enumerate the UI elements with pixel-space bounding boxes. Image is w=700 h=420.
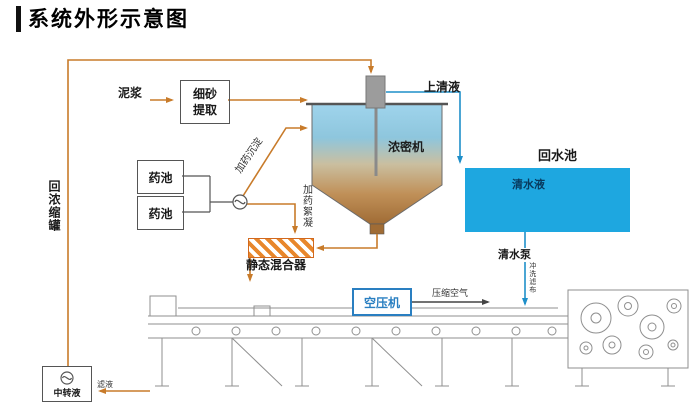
return-pool-label: 回水池: [538, 149, 578, 164]
mud-label: 泥浆: [118, 86, 143, 100]
filtrate-label: 滤液: [97, 380, 113, 389]
static-mixer-label: 静态混合器: [246, 258, 307, 272]
thickener-tank: [306, 75, 448, 235]
chemical-tank-box-2: 药池: [137, 196, 184, 230]
return-concentrate-label: 回浓缩罐: [47, 180, 61, 232]
dosing-flocculate-line: [247, 203, 298, 234]
recirculation-line: [67, 59, 374, 366]
sand-extraction-box: 细砂提取: [180, 80, 230, 124]
air-compressor-label: 空压机: [363, 295, 400, 310]
dosing-flocculate-label: 加药絮凝: [300, 184, 312, 228]
water-lines: [386, 91, 528, 306]
supernatant-label: 上清液: [424, 80, 461, 94]
agitator-motor: [365, 75, 386, 109]
transfer-tank-label: 中转液: [53, 389, 81, 399]
transfer-pump-icon: [60, 371, 74, 385]
static-mixer-shape: [248, 238, 314, 258]
page-title: 系统外形示意图: [16, 6, 189, 33]
wash-filter-cloth-label: 冲洗滤布: [528, 262, 537, 294]
underflow-line: [316, 234, 378, 251]
supernatant-line: [386, 91, 463, 164]
sand-extraction-label: 细砂提取: [193, 86, 218, 117]
chemical-tank-2-label: 药池: [148, 206, 173, 221]
air-compressor-box: 空压机: [352, 288, 412, 316]
slurry-lines: [67, 59, 378, 394]
dosing-pump-icon: [232, 194, 248, 210]
thickener-label: 浓密机: [388, 140, 425, 154]
dosing-connectors: [182, 175, 233, 213]
compressed-air-label: 压缩空气: [432, 289, 469, 299]
chemical-tank-box-1: 药池: [137, 160, 184, 194]
thickener-spout: [369, 223, 385, 235]
transfer-tank-box: 中转液: [42, 366, 92, 402]
belt-filter-press: [148, 289, 689, 387]
clear-water-pump-label: 清水泵: [496, 248, 533, 262]
clear-water-label: 清水液: [512, 178, 545, 191]
dosing-sediment-line: [242, 125, 308, 197]
chemical-tank-1-label: 药池: [148, 170, 173, 185]
return-water-pool: [465, 168, 630, 232]
